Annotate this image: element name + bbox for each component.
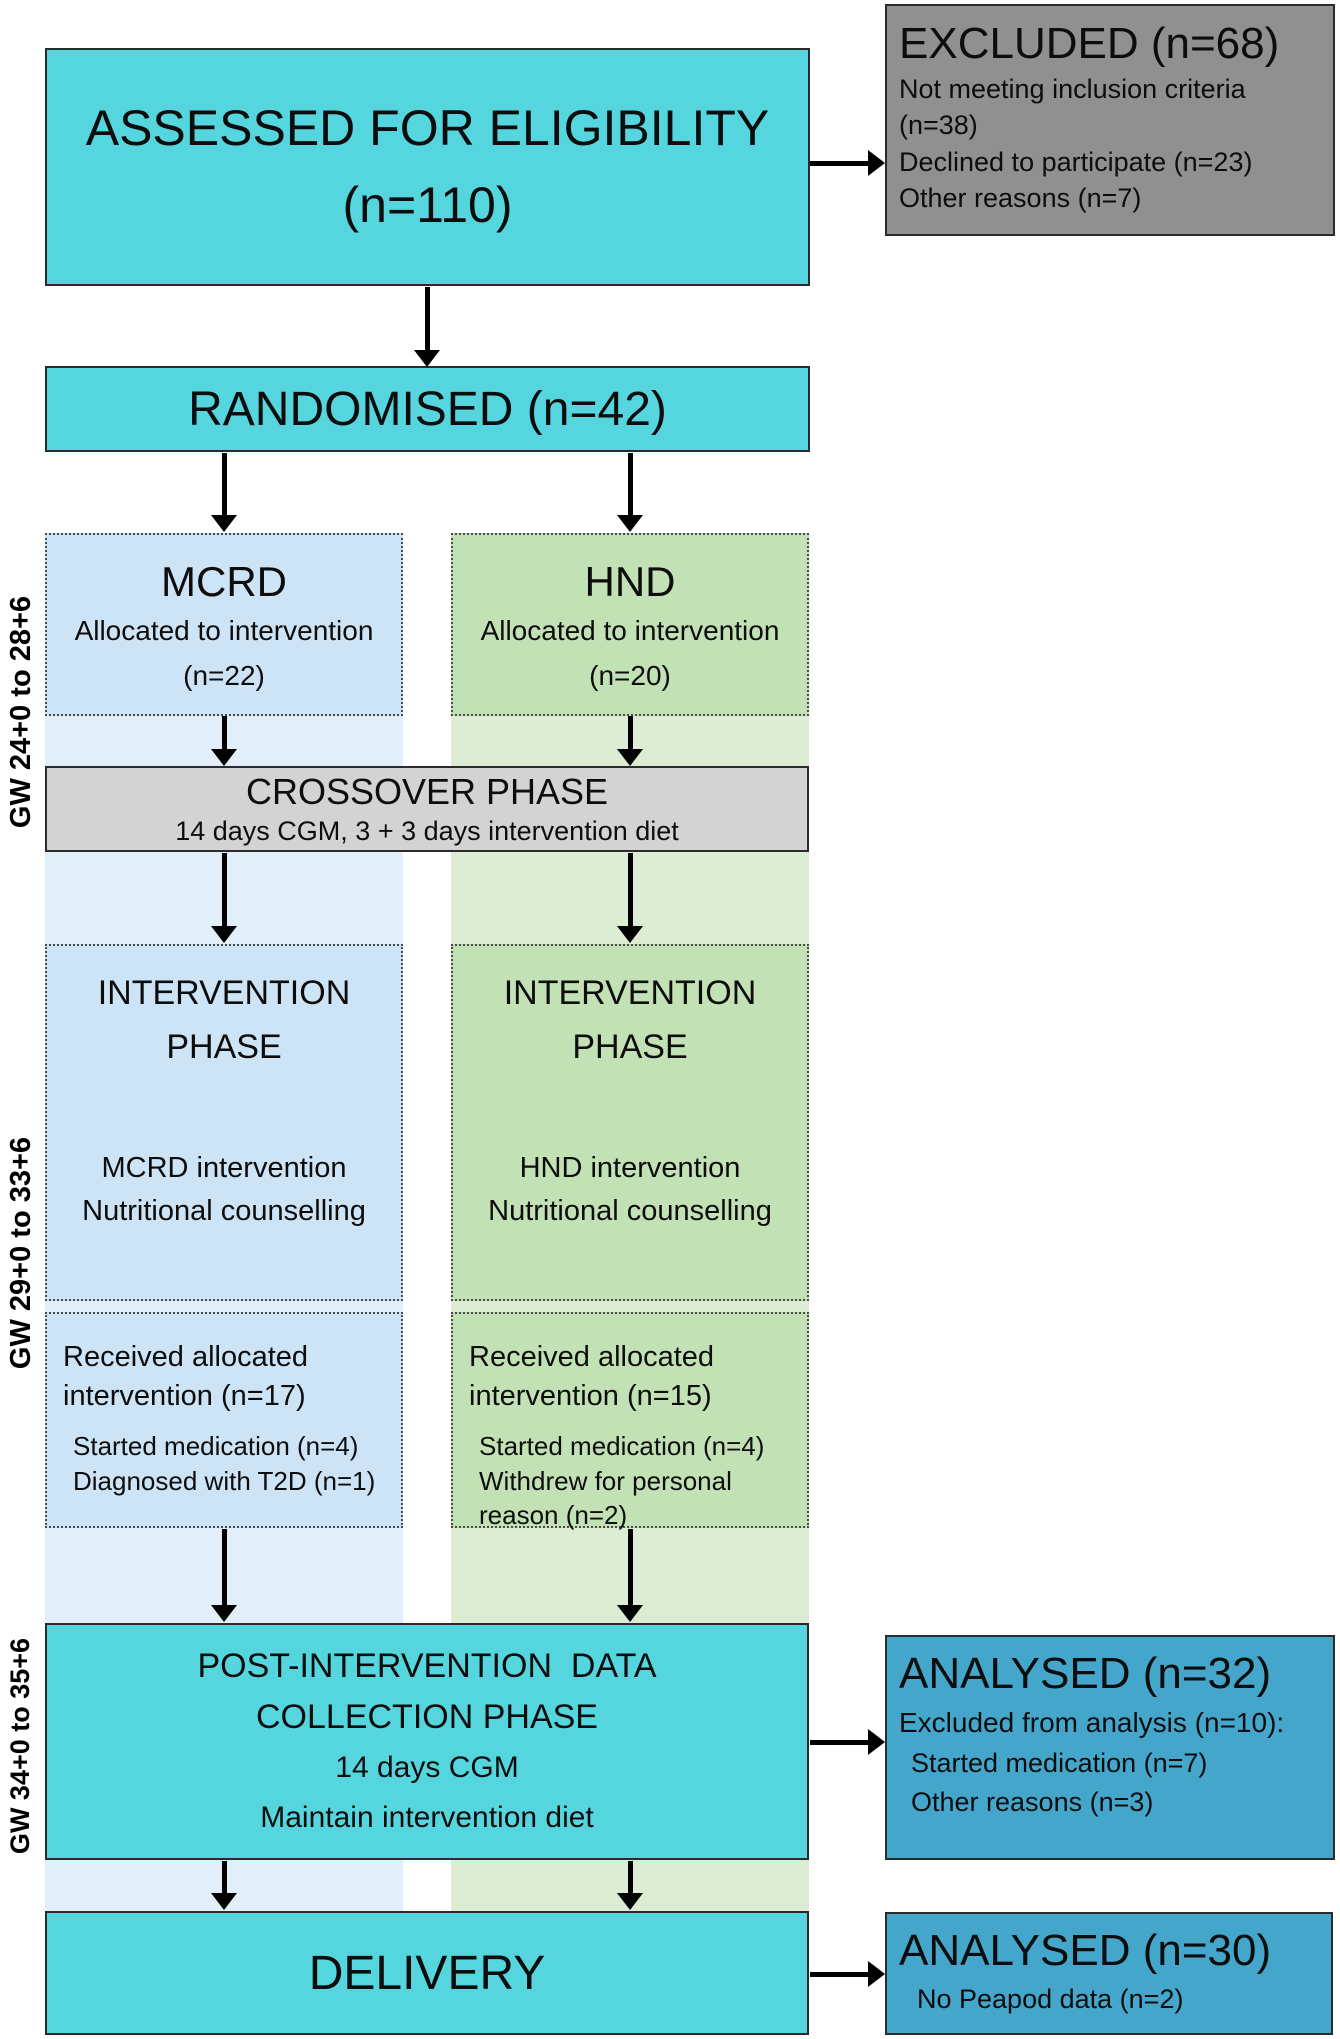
excluded-line: Not meeting inclusion criteria (n=38) [899,74,1246,141]
intervention-phase-mcrd-box: INTERVENTION PHASE MCRD intervention Nut… [45,944,403,1301]
randomised-title: RANDOMISED (n=42) [188,382,667,436]
intervention-title: INTERVENTION PHASE [504,966,757,1075]
gw-label-24-28: GW 24+0 to 28+6 [5,595,37,829]
hnd-allocated-n: (n=20) [589,659,671,691]
excluded-box: EXCLUDED (n=68) Not meeting inclusion cr… [885,4,1335,236]
hnd-title: HND [584,558,676,606]
received-hnd-box: Received allocated intervention (n=15) S… [451,1312,809,1530]
flow-arrow-down [211,716,237,766]
intervention-title-line: PHASE [572,1028,688,1067]
assessed-box: ASSESSED FOR ELIGIBILITY (n=110) [45,48,810,286]
received-subs: Started medication (n=4) Diagnosed with … [73,1429,386,1498]
gw-label-34-35: GW 34+0 to 35+6 [5,1637,35,1855]
mcrd-allocated-n: (n=22) [183,659,265,691]
assessed-title: ASSESSED FOR ELIGIBILITY [85,99,770,156]
intervention-body: HND intervention Nutritional counselling [488,1147,772,1234]
flow-arrow-right [810,1961,885,1987]
received-sub-line: Diagnosed with T2D (n=1) [73,1465,376,1496]
flow-arrow-down [617,1529,643,1622]
mcrd-allocated-line: Allocated to intervention [74,614,374,646]
flow-arrow-down [617,453,643,532]
analysed-subs: Started medication (n=7) Other reasons (… [911,1744,1321,1822]
intervention-body-line: Nutritional counselling [488,1195,772,1228]
flow-arrow-down [617,853,643,943]
intervention-phase-hnd-box: INTERVENTION PHASE HND intervention Nutr… [451,944,809,1301]
received-sub-line: Started medication (n=4) [73,1431,359,1462]
flow-arrow-right [810,1729,885,1755]
hnd-allocation-box: HND Allocated to intervention (n=20) [451,533,809,716]
analysed-title: ANALYSED (n=30) [899,1926,1272,1975]
flow-arrow-down [211,1861,237,1910]
mcrd-title: MCRD [161,558,287,606]
analysed-main: Excluded from analysis (n=10): [899,1707,1285,1739]
post-body-line: Maintain intervention diet [260,1800,594,1834]
analysed-32-box: ANALYSED (n=32) Excluded from analysis (… [885,1635,1335,1860]
flow-arrow-down [211,453,237,532]
post-intervention-box: POST-INTERVENTION DATA COLLECTION PHASE … [45,1623,809,1860]
intervention-body-line: MCRD intervention [101,1151,347,1184]
flow-arrow-down [211,1529,237,1622]
crossover-phase-box: CROSSOVER PHASE 14 days CGM, 3 + 3 days … [45,766,809,852]
crossover-subtitle: 14 days CGM, 3 + 3 days intervention die… [175,815,679,846]
excluded-line: Other reasons (n=7) [899,183,1142,214]
delivery-box: DELIVERY [45,1911,809,2035]
excluded-line: Declined to participate (n=23) [899,146,1253,177]
analysed-30-box: ANALYSED (n=30) No Peapod data (n=2) [885,1912,1333,2035]
post-body-line: 14 days CGM [335,1751,519,1784]
flow-arrow-down [414,287,440,367]
assessed-n: (n=110) [342,177,513,233]
randomised-box: RANDOMISED (n=42) [45,366,810,452]
intervention-title: INTERVENTION PHASE [98,966,351,1075]
analysed-sub-line: Started medication (n=7) [911,1748,1208,1779]
received-sub-line: Started medication (n=4) [479,1431,765,1462]
intervention-body-line: HND intervention [519,1151,741,1184]
flow-arrow-down [617,1861,643,1910]
intervention-title-line: PHASE [166,1028,282,1067]
received-sub-line: Withdrew for personal reason (n=2) [479,1465,732,1530]
analysed-title: ANALYSED (n=32) [899,1649,1272,1698]
intervention-title-line: INTERVENTION [97,974,351,1012]
mcrd-allocation-box: MCRD Allocated to intervention (n=22) [45,533,403,716]
delivery-title: DELIVERY [308,1946,546,2000]
analysed-main: No Peapod data (n=2) [917,1984,1184,2015]
post-title-line: POST-INTERVENTION DATA [197,1647,657,1685]
received-main: Received allocated intervention (n=15) [469,1341,715,1413]
hnd-allocated-line: Allocated to intervention [480,614,780,646]
crossover-title: CROSSOVER PHASE [245,770,609,812]
intervention-title-line: INTERVENTION [503,974,757,1012]
flow-arrow-down [211,853,237,943]
intervention-body: MCRD intervention Nutritional counsellin… [82,1147,366,1234]
flow-arrow-down [617,716,643,766]
excluded-title: EXCLUDED (n=68) [899,19,1280,68]
received-main: Received allocated intervention (n=17) [63,1341,309,1413]
intervention-body-line: Nutritional counselling [82,1195,366,1228]
gw-label-29-33: GW 29+0 to 33+6 [5,1136,37,1370]
received-subs: Started medication (n=4) Withdrew for pe… [479,1429,792,1532]
received-mcrd-box: Received allocated intervention (n=17) S… [45,1312,403,1528]
analysed-sub-line: Other reasons (n=3) [911,1787,1154,1818]
post-title-line: COLLECTION PHASE [256,1698,598,1736]
flow-arrow-right [810,150,885,176]
